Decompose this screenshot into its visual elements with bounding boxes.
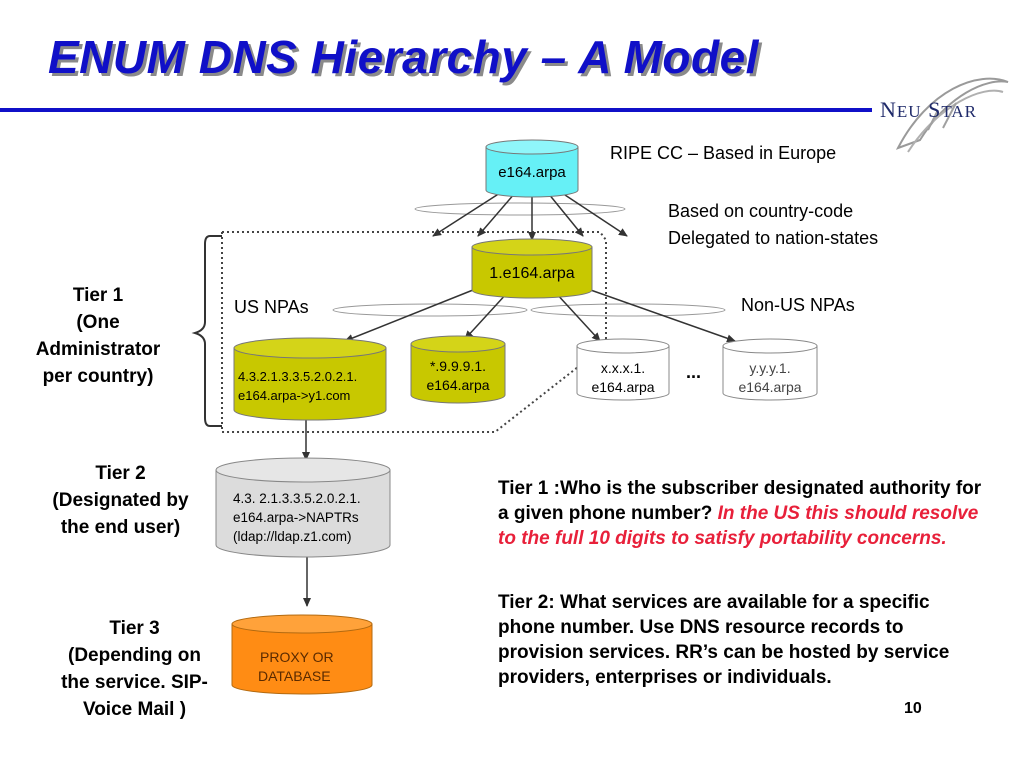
non-us-npa-ellipse [530,303,726,317]
tier3-label-line3: the service. SIP- [61,672,208,693]
tier3-label: Tier 3 (Depending on the service. SIP- V… [42,615,227,723]
arrow [477,192,516,237]
tier2-line2: e164.arpa->NAPTRs [233,510,359,525]
logo-letter: S [928,97,942,122]
country-node-cylinder [471,238,593,299]
cc-delegation-ellipse [414,202,626,216]
ripe-label: RIPE CC – Based in Europe [610,143,837,163]
npa-999-label: *.9.9.9.1. e164.arpa [411,357,505,395]
tier3-line2: DATABASE [258,668,331,684]
tier2-label-line1: Tier 2 [95,463,146,484]
tier3-line1: PROXY OR [260,649,334,665]
tier1-line1: Tier 1 [72,285,124,306]
neustar-logo-swirl [895,77,1009,153]
cc-line2: Delegated to nation-states [668,228,879,248]
slide-title: ENUM DNS Hierarchy – A Model [48,31,759,83]
npa-y-label: y.y.y.1. e164.arpa [723,359,817,397]
cc-line1: Based on country-code [668,201,854,221]
tier2-cylinder [215,457,391,558]
tier3-label-line2: (Depending on [68,645,201,666]
npa-x-line1: x.x.x.1. [600,360,646,376]
npa-us-label: 4.3.2.1.3.3.5.2.0.2.1. e164.arpa->y1.com [238,367,357,405]
logo-letters: TAR [941,102,977,121]
tier2-line1: 4.3. 2.1.3.3.5.2.0.2.1. [233,491,361,506]
tier2-label-line2: (Designated by [52,490,189,511]
us-npa-ellipse [332,303,528,317]
country-node-label: 1.e164.arpa [489,265,575,282]
neustar-logo: NEU STAR [880,97,977,123]
npa-y-line1: y.y.y.1. [749,360,791,376]
npa-us-line2: e164.arpa->y1.com [238,388,351,403]
tier1-us-note: In the US this should resolve to the ful… [498,503,979,549]
npa-us-line1: 4.3.2.1.3.3.5.2.0.2.1. [238,369,358,384]
npa-x-cylinder [576,338,670,401]
tier3-label-line1: Tier 3 [109,618,160,639]
title-underline [0,108,872,112]
tier2-node-label: 4.3. 2.1.3.3.5.2.0.2.1. e164.arpa->NAPTR… [233,489,361,546]
tier1-brace [191,235,222,427]
npa-999-cylinder [410,335,506,404]
arrow [432,192,501,237]
tier1-line2: (One [76,312,120,333]
tier3-cylinder [231,614,373,695]
arrow [584,287,736,343]
tier1-explanation: Tier 1 :Who is the subscriber designated… [498,476,988,551]
npa-x-label: x.x.x.1. e164.arpa [577,359,669,397]
tier2-label-line3: the end user) [60,517,181,538]
tier2-explanation: Tier 2: What services are available for … [498,592,950,688]
npa-999-line2: e164.arpa [426,377,490,393]
npa-y-line2: e164.arpa [738,379,802,395]
country-code-label: Based on country-code Delegated to natio… [668,198,878,252]
page-number: 10 [904,700,922,717]
npa-us-cylinder [233,337,387,421]
logo-letter: N [880,97,897,122]
arrow [464,291,509,340]
npa-y-cylinder [722,338,818,401]
npa-999-line1: *.9.9.9.1. [429,358,487,374]
tier3-node-label: PROXY OR DATABASE [258,648,334,686]
arrow [344,287,479,342]
arrow [547,192,584,237]
tier1-label: Tier 1 (One Administrator per country) [18,282,178,390]
root-node-label: e164.arpa [498,164,566,181]
tier1-question: Tier 1 :Who is the subscriber designated… [498,478,982,524]
ellipsis-label: ... [686,362,702,382]
tier3-label-line4: Voice Mail ) [82,699,187,720]
npa-x-line2: e164.arpa [591,379,655,395]
root-node-cylinder [485,139,579,198]
tier2-label: Tier 2 (Designated by the end user) [33,460,208,541]
tier2-line3: (ldap://ldap.z1.com) [233,529,352,544]
us-npas-label: US NPAs [234,297,309,317]
arrow [554,291,601,342]
logo-letters: EU [896,102,922,121]
tier1-line4: per country) [42,366,154,387]
non-us-npas-label: Non-US NPAs [741,295,855,315]
arrow [561,192,628,237]
tier1-line3: Administrator [35,339,161,360]
